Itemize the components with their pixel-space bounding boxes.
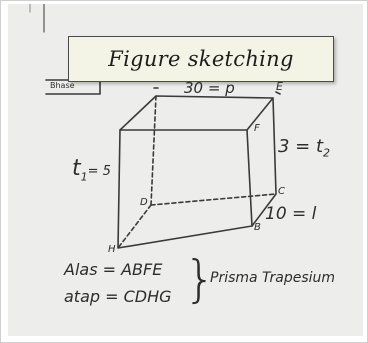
corner-tag: Bhase — [50, 81, 75, 90]
title-banner: Figure sketching — [68, 36, 334, 82]
vertex-label-e: E — [276, 80, 283, 93]
prism-sketch — [29, 4, 281, 249]
dimension-right-subscript: 2 — [323, 146, 331, 160]
dimension-left-subscript: 1 — [80, 170, 88, 184]
dimension-left-text: t — [72, 156, 81, 181]
dimension-right-label: 3 = t2 — [278, 136, 330, 160]
vertex-label-c: C — [278, 186, 285, 197]
vertex-label-b: B — [254, 222, 261, 233]
dimension-left-label: t1= 5 — [72, 156, 111, 183]
dimension-left-value: = 5 — [87, 164, 111, 179]
note-line-1: Alas = ABFE — [64, 260, 163, 279]
note-label: Prisma Trapesium — [210, 270, 336, 286]
whiteboard: Figure sketching Bhase 30 = p E F 3 = t2… — [8, 4, 363, 336]
vertex-label-f: F — [254, 123, 260, 134]
note-brace: } — [184, 250, 216, 308]
dimension-right-text: 3 = t — [278, 136, 324, 157]
vertex-label-d: D — [140, 197, 148, 208]
dimension-bottom-label: 10 = l — [265, 204, 317, 224]
note-line-2: atap = CDHG — [64, 287, 172, 306]
dimension-top-label: 30 = p — [184, 79, 235, 97]
vertex-label-h: H — [108, 244, 116, 255]
title-text: Figure sketching — [108, 47, 294, 71]
